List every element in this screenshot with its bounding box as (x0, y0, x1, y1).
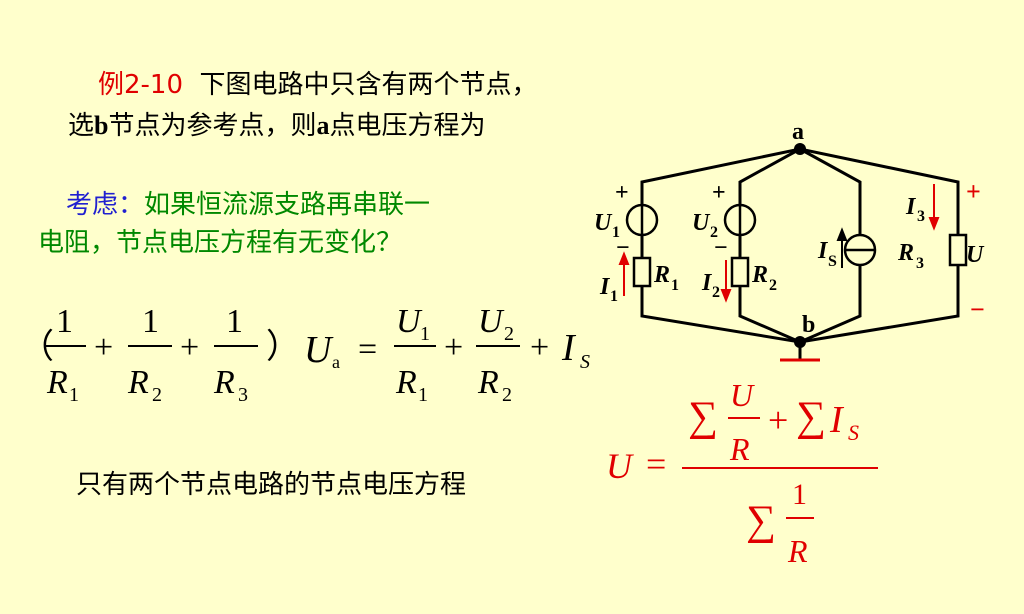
svg-text:2: 2 (712, 284, 720, 301)
svg-text:∑: ∑ (746, 498, 776, 544)
svg-text:−: − (714, 235, 728, 261)
svg-text:R: R (653, 262, 670, 288)
svg-text:U: U (606, 446, 634, 486)
svg-text:）: ） (266, 328, 300, 366)
svg-text:=: = (358, 331, 377, 368)
svg-text:U: U (304, 329, 334, 371)
svg-text:+: + (530, 329, 549, 366)
svg-text:1: 1 (612, 224, 620, 241)
consider-text-2: 电阻，节点电压方程有无变化？ (38, 228, 403, 258)
svg-text:3: 3 (916, 255, 924, 272)
svg-text:R: R (395, 364, 417, 401)
svg-text:R: R (751, 262, 768, 288)
svg-text:1: 1 (671, 277, 679, 294)
resistor-r1 (632, 256, 652, 288)
svg-text:3: 3 (917, 208, 925, 225)
svg-text:+: + (180, 329, 199, 366)
resistor-r3 (948, 233, 968, 267)
svg-text:b: b (802, 312, 815, 338)
svg-text:∑: ∑ (688, 394, 718, 440)
svg-text:I: I (829, 399, 845, 441)
node-b-dot (794, 336, 806, 348)
consider-label: 考虑： (66, 190, 145, 220)
svg-text:S: S (848, 420, 859, 445)
svg-text:1: 1 (610, 288, 618, 305)
svg-text:1: 1 (226, 303, 243, 340)
svg-text:+: + (768, 400, 788, 440)
svg-text:−: − (616, 235, 630, 261)
svg-text:S: S (580, 351, 590, 373)
node-a-dot (794, 143, 806, 155)
svg-text:2: 2 (502, 384, 512, 406)
node-voltage-equation: （ 1 R 1 + 1 R 2 + 1 R 3 ） U a = U 1 R 1 … (20, 303, 590, 406)
svg-text:R: R (787, 533, 808, 569)
svg-text:U: U (594, 210, 613, 236)
example-line-2: 选b节点为参考点，则a点电压方程为 (68, 111, 486, 141)
svg-text:2: 2 (710, 224, 718, 241)
svg-text:1: 1 (69, 384, 79, 406)
svg-text:+: + (94, 329, 113, 366)
svg-text:3: 3 (238, 384, 248, 406)
svg-text:2: 2 (152, 384, 162, 406)
svg-text:+: + (615, 180, 629, 206)
svg-text:R: R (897, 240, 914, 266)
svg-text:I: I (905, 194, 917, 220)
svg-text:R: R (127, 364, 149, 401)
svg-text:1: 1 (56, 303, 73, 340)
example-text-1: 下图电路中只含有两个节点， (199, 70, 538, 100)
svg-text:1: 1 (792, 478, 807, 511)
svg-text:1: 1 (418, 384, 428, 406)
svg-text:U: U (396, 303, 423, 340)
svg-text:−: − (970, 295, 985, 324)
summary-text: 只有两个节点电路的节点电压方程 (76, 470, 467, 500)
svg-text:+: + (966, 177, 981, 206)
svg-text:R: R (729, 431, 750, 467)
svg-text:U: U (478, 303, 505, 340)
svg-text:U: U (692, 210, 711, 236)
svg-text:U: U (730, 377, 755, 413)
consider-line-1: 考虑：如果恒流源支路再串联一 (66, 184, 430, 221)
svg-text:=: = (646, 444, 666, 484)
svg-text:2: 2 (504, 323, 514, 345)
circuit-diagram: a b + U 1 − + U 2 − R 1 R 2 R 3 I 1 I 2 … (594, 119, 985, 362)
svg-text:R: R (213, 364, 235, 401)
svg-text:+: + (712, 180, 726, 206)
svg-text:I: I (701, 270, 713, 296)
svg-text:a: a (792, 119, 804, 145)
svg-text:I: I (599, 274, 611, 300)
svg-text:R: R (477, 364, 499, 401)
svg-text:+: + (444, 329, 463, 366)
consider-text-1: 如果恒流源支路再串联一 (144, 190, 431, 220)
general-node-voltage-formula: U = ∑ U R + ∑ I S ∑ 1 R (606, 377, 878, 569)
svg-text:U: U (966, 242, 985, 268)
svg-text:2: 2 (769, 277, 777, 294)
svg-text:a: a (332, 352, 340, 372)
consider-line-2: 电阻，节点电压方程有无变化？ (38, 222, 402, 259)
example-label: 例2-10 (98, 70, 184, 100)
svg-text:1: 1 (142, 303, 159, 340)
svg-text:I: I (561, 327, 577, 369)
resistor-r2 (730, 256, 750, 288)
svg-text:1: 1 (420, 323, 430, 345)
svg-text:S: S (828, 253, 837, 270)
svg-text:∑: ∑ (796, 394, 826, 440)
example-line-1: 例2-10 下图电路中只含有两个节点， (98, 64, 538, 101)
svg-text:I: I (817, 238, 829, 264)
svg-text:R: R (46, 364, 68, 401)
